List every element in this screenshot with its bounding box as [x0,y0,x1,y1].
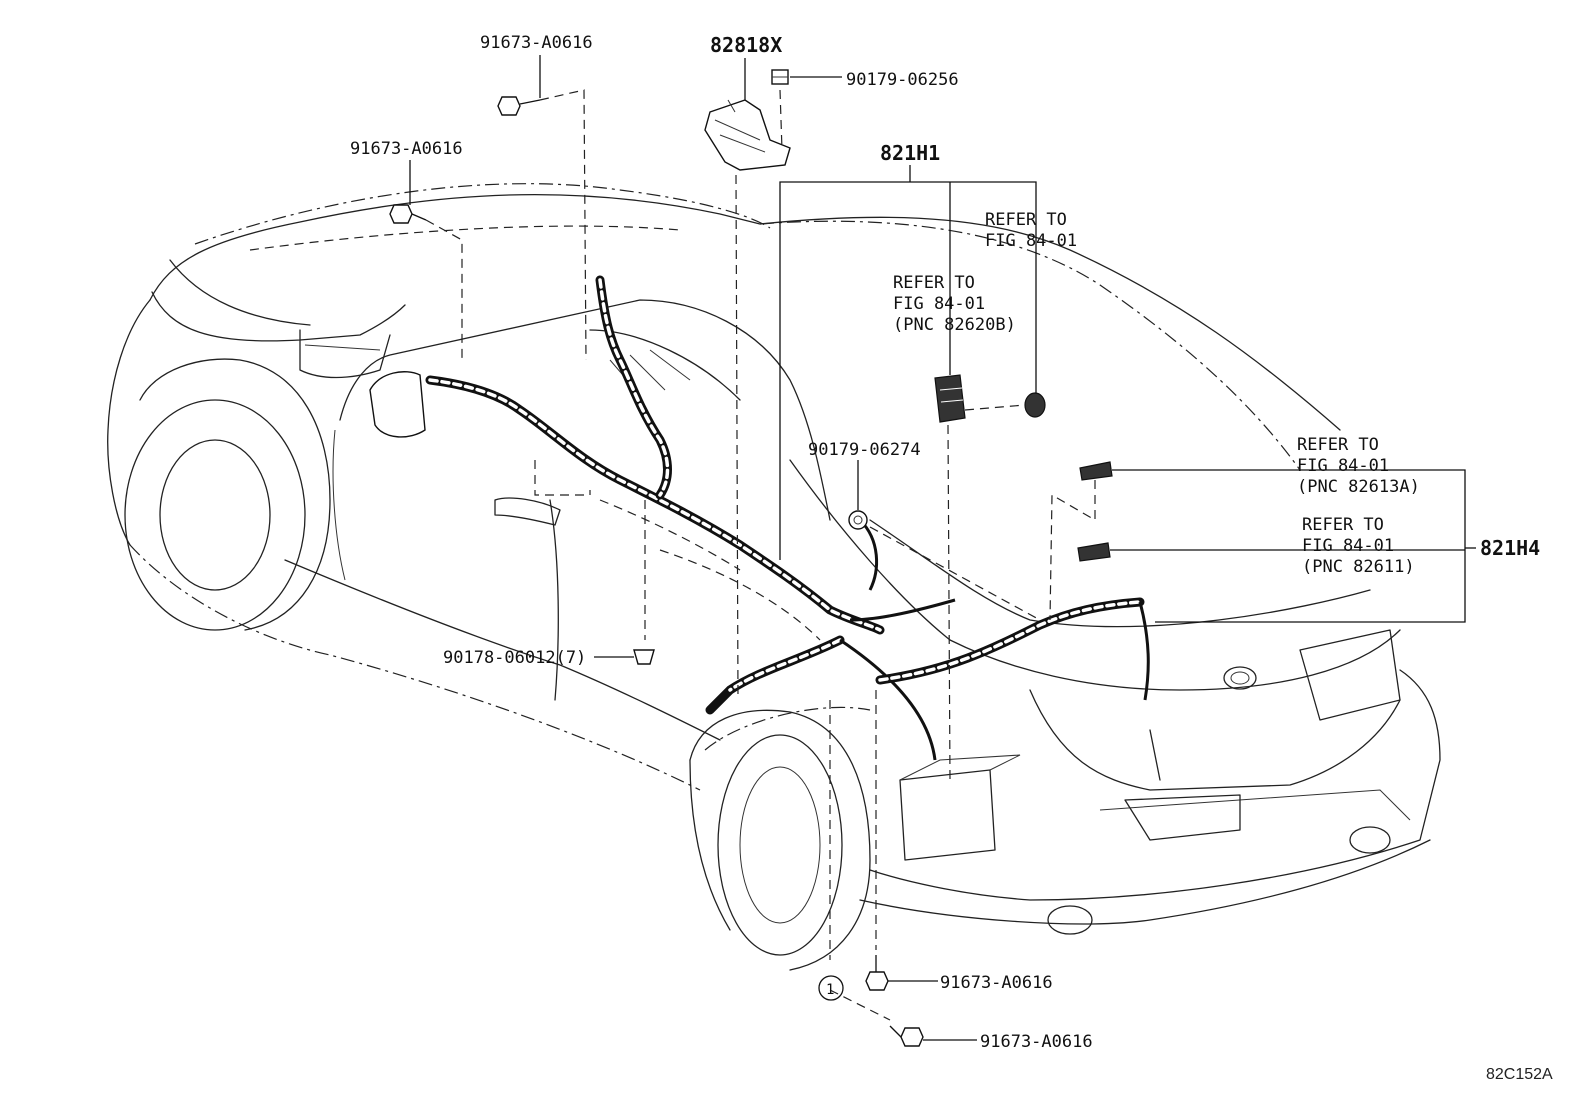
label-clip: 90178-06012(7) [443,648,586,668]
wire-harness-821h4 [875,597,1150,701]
label-nut-top: 90179-06256 [846,70,959,90]
label-refer-a-line2: FIG 84-01 [985,231,1077,251]
connector-82613a-icon [1079,461,1113,481]
connector-82620b-icon [934,374,966,423]
figure-code: 82C152A [1486,1066,1553,1083]
connector-82611-icon [1077,542,1111,562]
car-body-outline [107,183,1441,971]
label-refer-c-line2: FIG 84-01 [1297,456,1389,476]
label-refer-c-line3: (PNC 82613A) [1297,477,1420,497]
label-refer-a-line1: REFER TO [985,210,1067,230]
label-cover: 82818X [710,33,782,57]
clip-icon [633,649,655,665]
label-harness-rear: 821H4 [1480,536,1540,560]
callout-labels: 91673-A0616 91673-A0616 82818X 90179-062… [350,33,1553,1083]
label-circle-ref: 1 [826,982,834,998]
label-bolt-bottom2: 91673-A0616 [980,1032,1093,1052]
bolt-icon [889,1025,924,1047]
label-harness-main: 821H1 [880,141,940,165]
cover-part-icon [704,99,791,171]
label-refer-c-line1: REFER TO [1297,435,1379,455]
assembly-dashed-lines [425,89,1096,1021]
label-refer-d-line1: REFER TO [1302,515,1384,535]
label-refer-d-line3: (PNC 82611) [1302,557,1415,577]
label-bolt-left: 91673-A0616 [350,139,463,159]
wire-harness-821h1 [425,275,956,761]
nut-icon [848,510,868,530]
label-refer-d-line2: FIG 84-01 [1302,536,1394,556]
label-bolt-bottom1: 91673-A0616 [940,973,1053,993]
circle-ref-marker [818,975,844,1001]
bolt-icon [497,96,541,116]
label-bolt-top: 91673-A0616 [480,33,593,53]
label-refer-b-line3: (PNC 82620B) [893,315,1016,335]
label-refer-b-line2: FIG 84-01 [893,294,985,314]
bolt-icon [389,204,427,224]
nut-icon [771,69,789,85]
grommet-icon [1024,392,1046,418]
label-refer-b-line1: REFER TO [893,273,975,293]
leader-lines [409,55,1476,1041]
bolt-icon [865,955,889,991]
label-nut-mid: 90179-06274 [808,440,921,460]
